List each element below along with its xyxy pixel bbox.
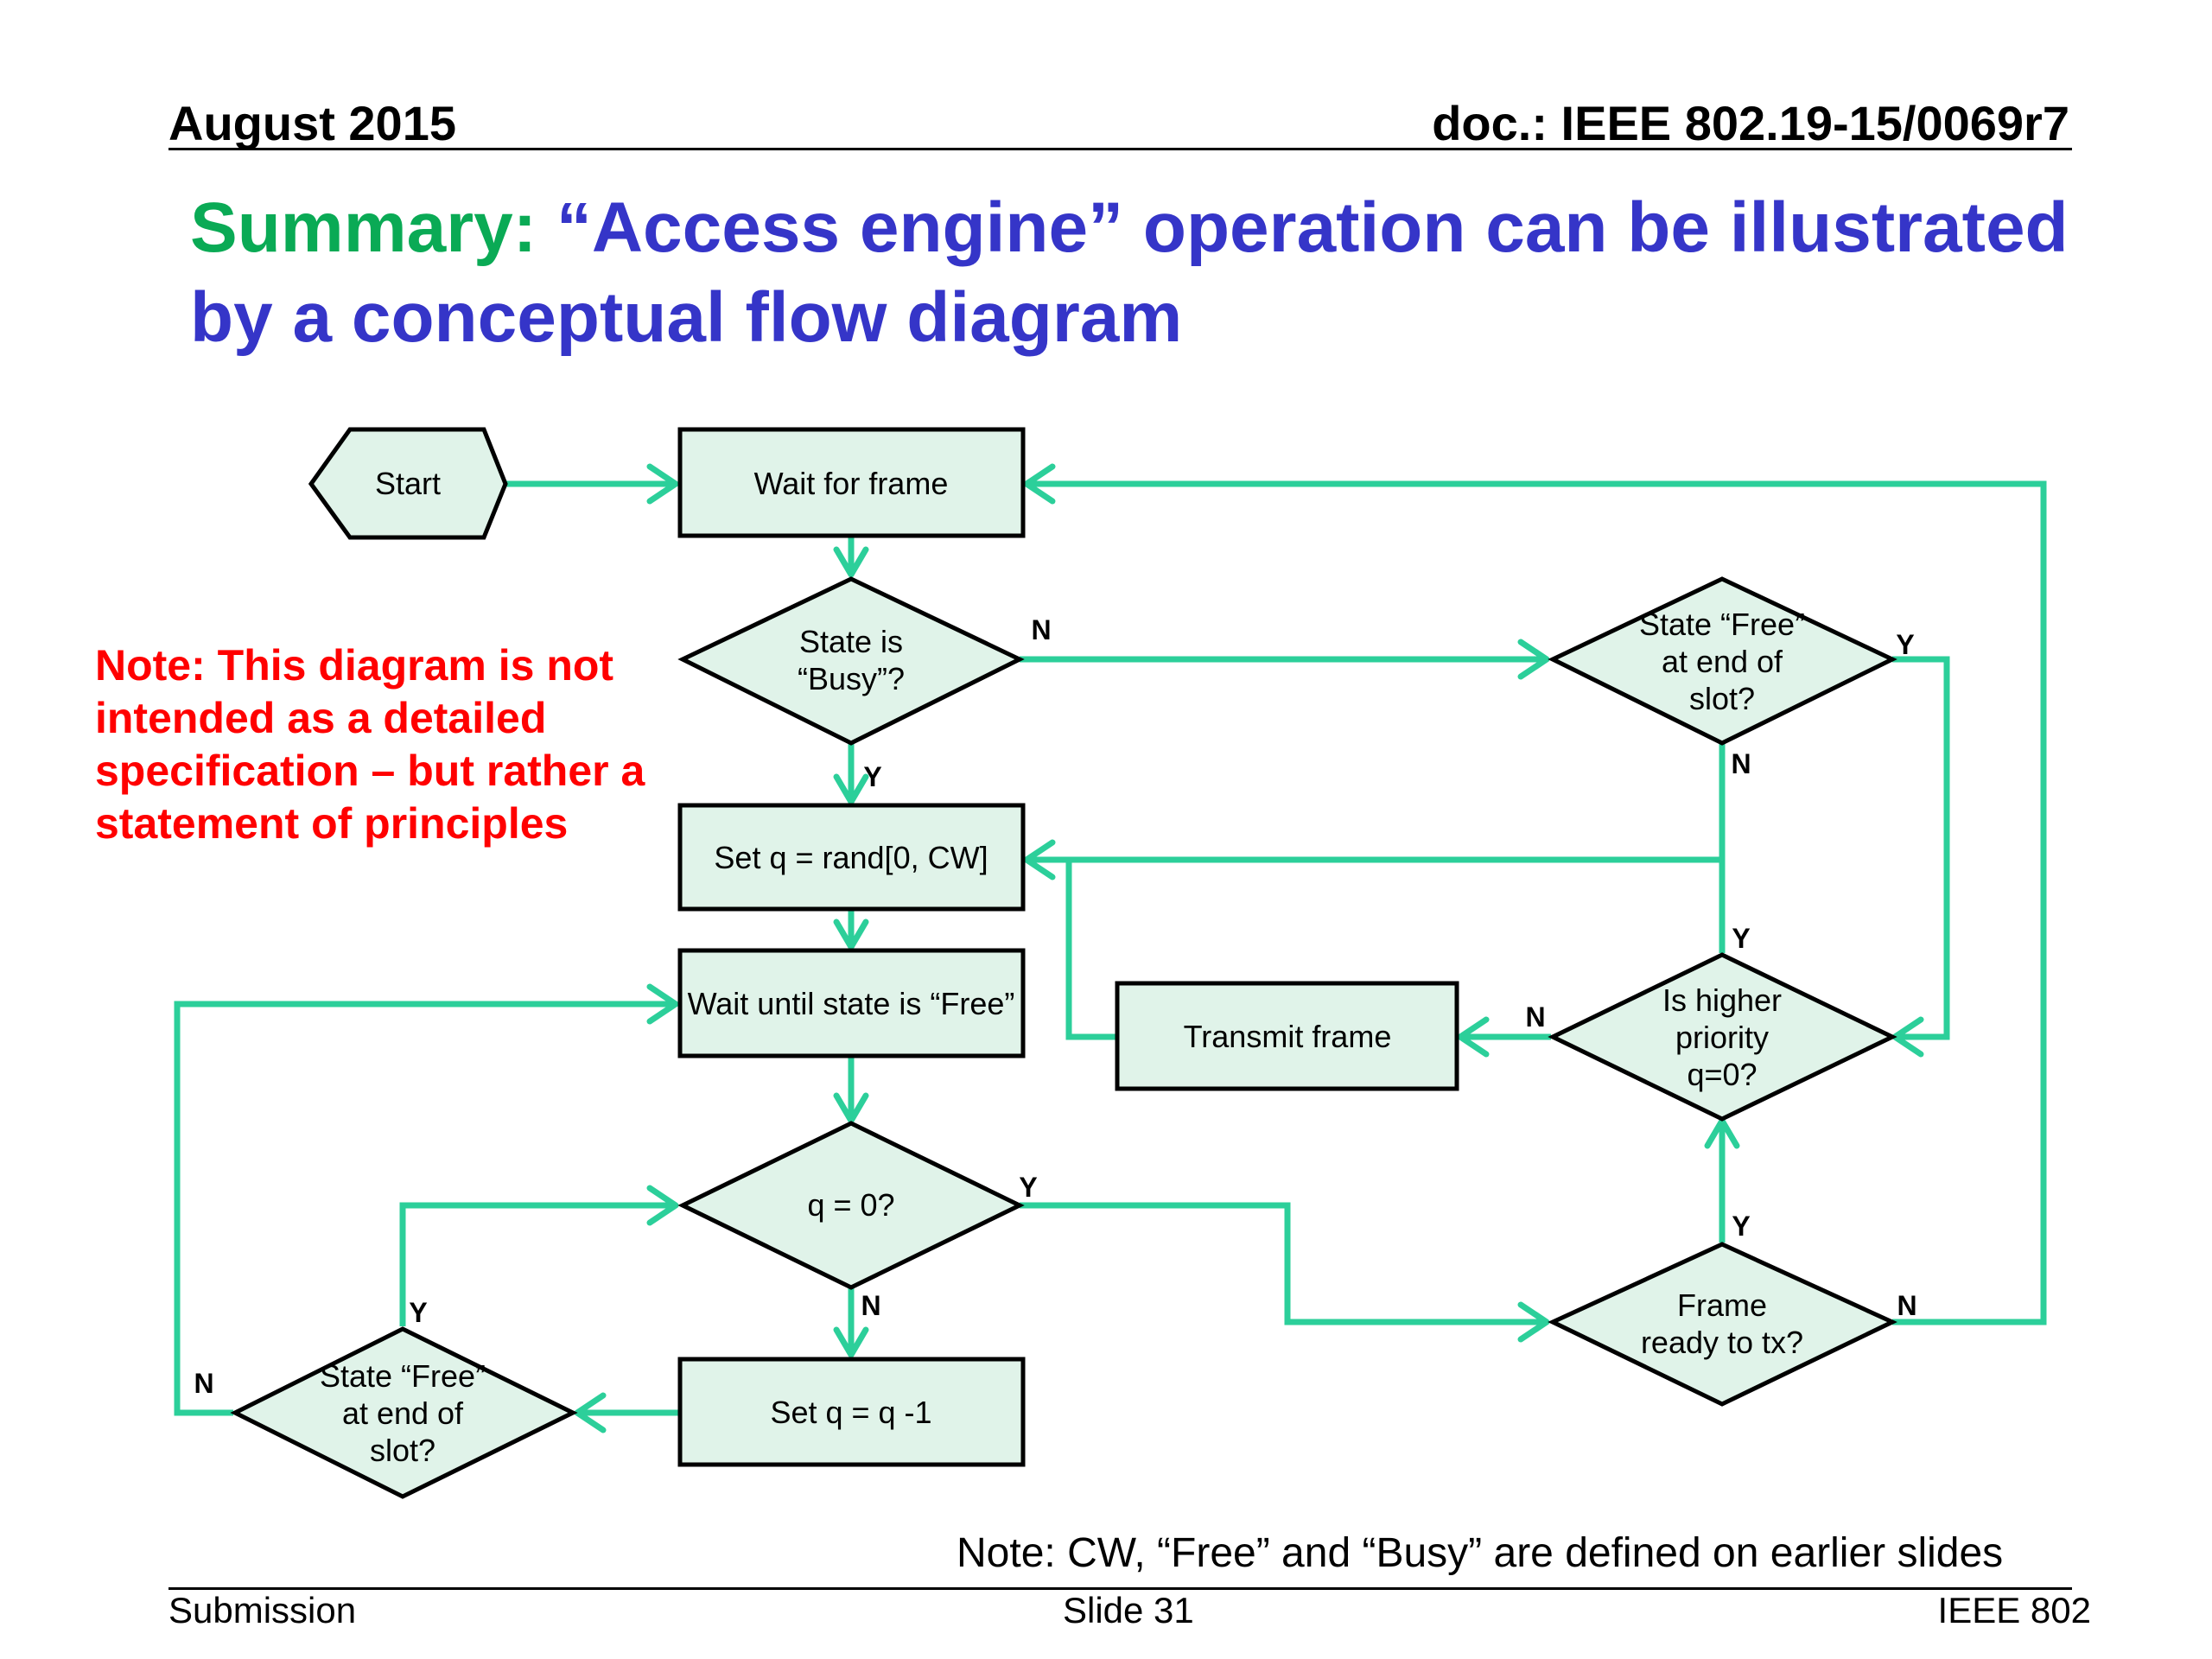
set-q-dec-box: Set q = q -1	[677, 1357, 1026, 1467]
set-q-rand-label: Set q = rand[0, CW]	[714, 840, 988, 875]
statefree-right-no-label: N	[1731, 748, 1751, 779]
arrowhead	[833, 1092, 869, 1124]
arrowhead	[1517, 1301, 1550, 1343]
qzero-no-label: N	[861, 1290, 880, 1321]
state-free-left-decision: State “Free” at end of slot?	[230, 1326, 578, 1499]
header-date: August 2015	[168, 96, 456, 150]
higher-priority-line1: Is higher	[1662, 982, 1782, 1018]
footer-submission: Submission	[168, 1590, 357, 1630]
footer-org: IEEE 802	[1937, 1590, 2091, 1630]
branch-labels: N Y Y N Y N Y N Y N Y N	[194, 614, 1916, 1399]
set-q-dec-label: Set q = q -1	[770, 1395, 931, 1430]
higher-priority-line2: priority	[1675, 1020, 1769, 1055]
conn-ready-no	[1027, 480, 2047, 1325]
arrowhead	[833, 773, 869, 805]
state-free-right-line3: slot?	[1689, 681, 1755, 716]
state-free-right-line1: State “Free”	[1639, 607, 1805, 642]
state-free-left-line2: at end of	[342, 1395, 464, 1431]
start-label: Start	[375, 466, 441, 501]
arrowhead	[646, 1185, 679, 1226]
arrowhead	[833, 1326, 869, 1358]
footer-rule	[168, 1587, 2072, 1590]
header-rule	[168, 148, 2072, 150]
wait-frame-box: Wait for frame	[677, 427, 1026, 538]
arrowhead	[833, 546, 869, 578]
conn-transmit-to-rand	[1027, 856, 1117, 1040]
state-free-left-line1: State “Free”	[320, 1358, 486, 1394]
arrowhead	[646, 983, 679, 1025]
arrowhead	[1457, 1016, 1490, 1058]
conn-priority-yes-to-rand	[1069, 856, 1726, 953]
q-zero-label: q = 0?	[807, 1187, 894, 1223]
priority-yes-label: Y	[1732, 923, 1750, 954]
title-lead: Summary:	[190, 188, 537, 267]
arrowhead	[1517, 639, 1550, 680]
disclaimer-note: Note: This diagram is not intended as a …	[95, 641, 645, 848]
wait-frame-label: Wait for frame	[754, 466, 949, 501]
statefree-right-yes-label: Y	[1896, 629, 1914, 660]
conn-qzero-yes	[1020, 1202, 1547, 1325]
state-busy-decision: State is “Busy”?	[677, 576, 1025, 746]
footer-slide-number: Slide 31	[1063, 1590, 1194, 1630]
qzero-yes-label: Y	[1019, 1172, 1037, 1203]
header-doc-id: doc.: IEEE 802.19-15/0069r7	[1432, 96, 2069, 150]
arrowhead	[1023, 463, 1056, 505]
state-free-right-line2: at end of	[1662, 644, 1783, 679]
higher-priority-decision: Is higher priority q=0?	[1548, 952, 1897, 1122]
state-busy-line1: State is	[799, 624, 903, 659]
frame-ready-line1: Frame	[1677, 1287, 1767, 1323]
start-node: Start	[308, 427, 508, 540]
busy-no-label: N	[1031, 614, 1051, 645]
conn-statefree-left-yes	[399, 1202, 676, 1326]
state-free-left-line3: slot?	[370, 1433, 435, 1468]
higher-priority-line3: q=0?	[1687, 1057, 1757, 1092]
priority-no-label: N	[1525, 1001, 1545, 1033]
title-rest: “Access engine” operation can be illustr…	[190, 188, 2069, 357]
statefree-left-no-label: N	[194, 1368, 213, 1399]
definitions-note: Note: CW, “Free” and “Busy” are defined …	[957, 1530, 2004, 1576]
frame-ready-decision: Frame ready to tx?	[1548, 1242, 1897, 1407]
wait-free-box: Wait until state is “Free”	[677, 948, 1026, 1058]
set-q-rand-box: Set q = rand[0, CW]	[677, 803, 1026, 912]
busy-yes-label: Y	[863, 761, 881, 792]
wait-free-label: Wait until state is “Free”	[688, 986, 1015, 1021]
conn-statefree-left-no	[174, 1001, 676, 1416]
frame-ready-line2: ready to tx?	[1641, 1325, 1803, 1360]
state-busy-line2: “Busy”?	[798, 661, 905, 696]
q-zero-decision: q = 0?	[677, 1121, 1025, 1290]
transmit-box: Transmit frame	[1115, 981, 1459, 1091]
conn-statefree-right-yes	[1892, 656, 1950, 1040]
statefree-left-yes-label: Y	[409, 1297, 427, 1328]
arrowhead	[1023, 839, 1056, 880]
connectors	[174, 463, 2047, 1433]
transmit-label: Transmit frame	[1184, 1019, 1392, 1054]
state-free-right-decision: State “Free” at end of slot?	[1548, 576, 1897, 746]
arrowhead	[646, 463, 679, 505]
ready-no-label: N	[1897, 1290, 1916, 1321]
arrowhead	[833, 918, 869, 950]
ready-yes-label: Y	[1732, 1211, 1750, 1242]
slide-title: Summary: “Access engine” operation can b…	[190, 183, 2091, 363]
